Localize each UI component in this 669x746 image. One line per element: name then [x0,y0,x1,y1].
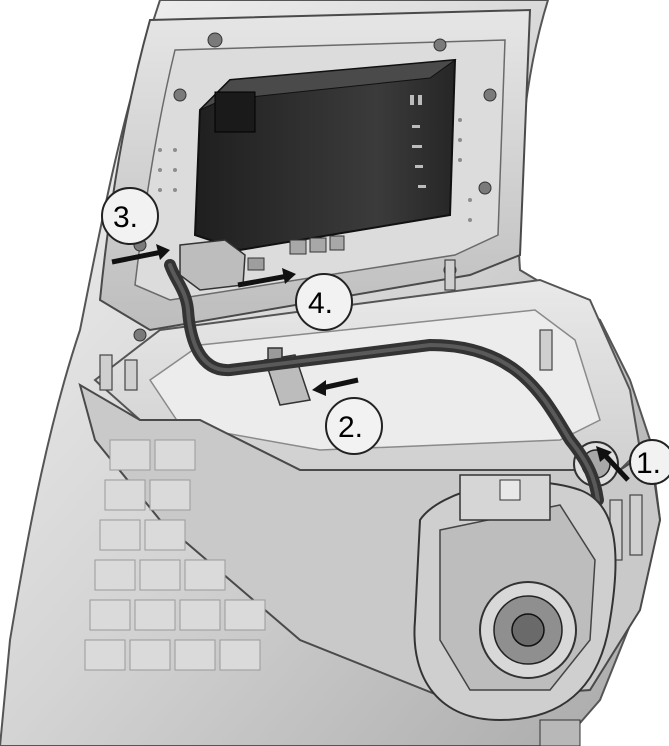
callout-2: 2. [325,397,383,455]
arrow-1 [596,446,630,482]
callout-4-label: 4. [308,287,333,320]
callout-1: 1. [629,439,669,485]
callout-3-label: 3. [113,201,138,234]
led-array [84,439,266,671]
arrow-2 [312,377,359,396]
callout-2-label: 2. [338,411,363,444]
driver-module-clip [214,91,256,133]
callout-1-label: 1. [636,447,661,480]
callout-4: 4. [295,273,353,331]
power-cable-highlight [168,263,600,502]
connector-block [179,235,345,291]
arrow-4 [237,268,296,288]
arrows [111,244,630,482]
pole-mount [413,474,617,746]
driver-module-markings [410,95,426,188]
callout-3: 3. [101,187,159,245]
lid-mounting-holes [158,118,472,222]
arrow-3 [111,244,170,265]
